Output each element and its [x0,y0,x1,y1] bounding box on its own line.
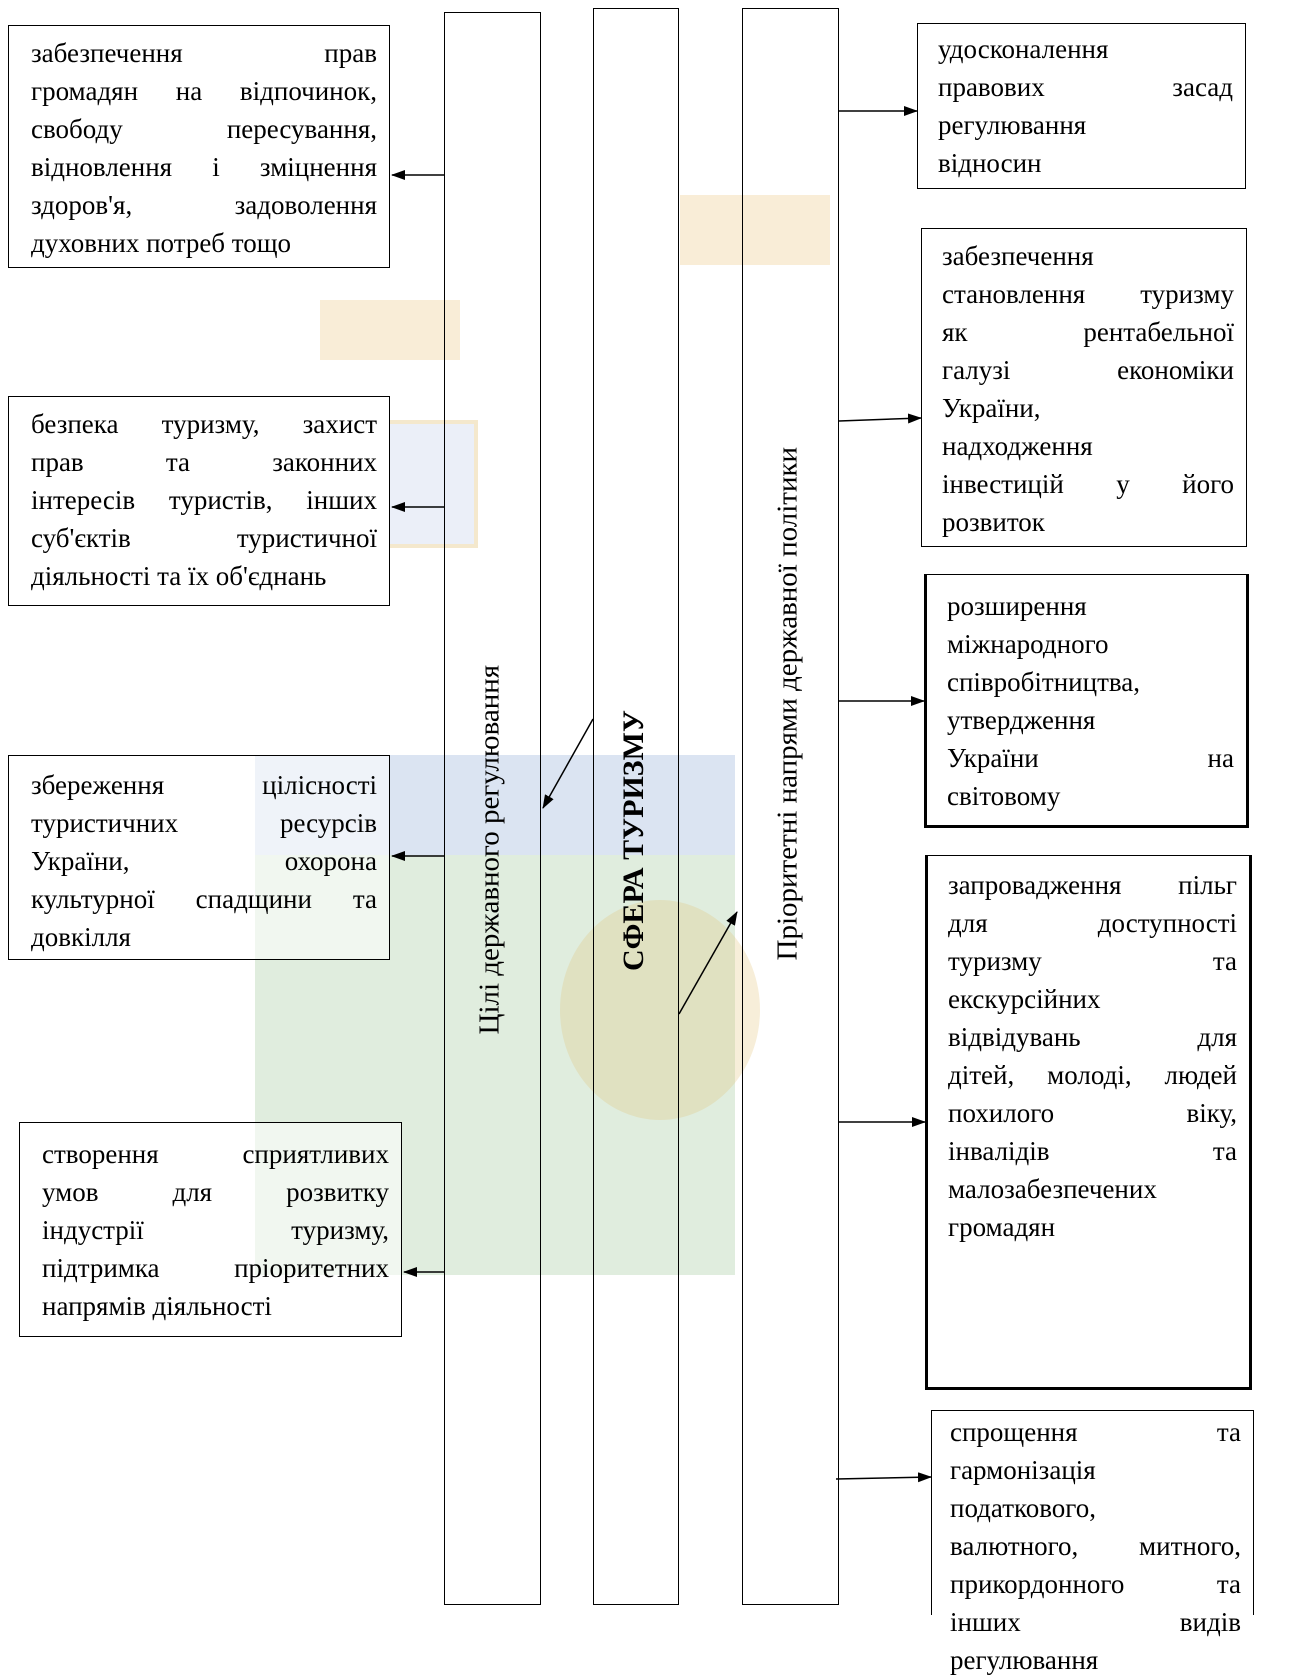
goal-box-4: створення сприятливих умов для розвитку … [19,1122,402,1337]
box-line: розширення [947,591,1087,621]
watermark-gold-laurel [320,300,460,360]
box-line: України на [947,743,1234,773]
goal-box-1: забезпечення прав громадян на відпочинок… [8,25,390,268]
box-line: становлення туризму [942,279,1234,309]
box-line: індустрії туризму, [42,1215,389,1245]
box-line: співробітництва, [947,667,1140,697]
box-line: регулювання [938,110,1087,140]
box-line: громадян [948,1212,1056,1242]
box-line: відвідувань для [948,1022,1237,1052]
priority-box-2: забезпечення становлення туризму як рент… [921,228,1247,547]
box-line: прав та законних [31,447,377,477]
box-line: надходження [942,431,1093,461]
box-line: діяльності та їх об'єднань [31,561,327,591]
goal-box-2: безпека туризму, захист прав та законних… [8,396,390,606]
box-line: удосконалення [938,34,1109,64]
arrow-to-priority-2 [838,413,922,424]
arrow-center-to-priorities [678,911,738,1015]
box-line: галузі економіки [942,355,1234,385]
box-line: світовому [947,781,1061,811]
box-line: відновлення і зміцнення [31,152,377,182]
box-line: інтересів туристів, інших [31,485,377,515]
box-line: культурної спадщини та [31,884,377,914]
box-line: безпека туризму, захист [31,409,377,439]
box-line: інвестицій у його [942,469,1234,499]
priority-box-1: удосконалення правових засад регулювання… [917,23,1246,189]
box-line: міжнародного [947,629,1109,659]
box-line: умов для розвитку [42,1177,389,1207]
box-line: спрощення та [950,1417,1241,1447]
box-line: України, [942,393,1041,423]
box-line: відносин [938,148,1042,178]
box-line: підтримка пріоритетних [42,1253,389,1283]
box-line: довкілля [31,922,131,952]
box-line: прикордонного та [950,1569,1241,1599]
box-line: створення сприятливих [42,1139,389,1169]
box-line: малозабезпечених [948,1174,1157,1204]
box-line: гармонізація [950,1455,1096,1485]
box-line: правових засад [938,72,1233,102]
priority-box-3: розширення міжнародного співробітництва,… [924,574,1249,828]
box-line: регулювання [950,1645,1099,1675]
connector-arrows [391,106,932,1483]
box-line: утвердження [947,705,1096,735]
box-line: туристичних ресурсів [31,808,377,838]
box-line: для доступності [948,908,1237,938]
box-line: податкового, [950,1493,1096,1523]
box-line: розвиток [942,507,1045,537]
center-column: СФЕРА ТУРИЗМУ [593,8,679,1605]
box-line: суб'єктів туристичної [31,523,377,553]
box-line: запровадження пільг [948,870,1237,900]
box-line: здоров'я, задоволення [31,190,377,220]
box-line: забезпечення прав [31,38,377,68]
box-line: напрямів діяльності [42,1291,272,1321]
right-column: Пріоритетні напрями державної політики [742,8,839,1605]
box-line: дітей, молоді, людей [948,1060,1237,1090]
left-column: Цілі державного регулювання [444,12,541,1605]
box-line: збереження цілісності [31,770,377,800]
arrow-to-priority-5 [835,1472,932,1483]
box-line: духовних потреб тощо [31,228,292,258]
box-line: туризму та [948,946,1237,976]
box-line: забезпечення [942,241,1094,271]
box-line: похилого віку, [948,1098,1237,1128]
box-line: України, охорона [31,846,377,876]
goal-box-3: збереження цілісності туристичних ресурс… [8,755,390,960]
box-line: як рентабельної [942,317,1234,347]
watermark-gold-laurel-2 [680,195,830,265]
box-line: валютного, митного, [950,1531,1241,1561]
box-line: громадян на відпочинок, [31,76,377,106]
priority-box-4: запровадження пільг для доступності тури… [925,855,1252,1390]
arrow-center-to-goals [542,718,594,809]
box-line: інвалідів та [948,1136,1237,1166]
box-line: свободу пересування, [31,114,377,144]
box-line: екскурсійних [948,984,1101,1014]
